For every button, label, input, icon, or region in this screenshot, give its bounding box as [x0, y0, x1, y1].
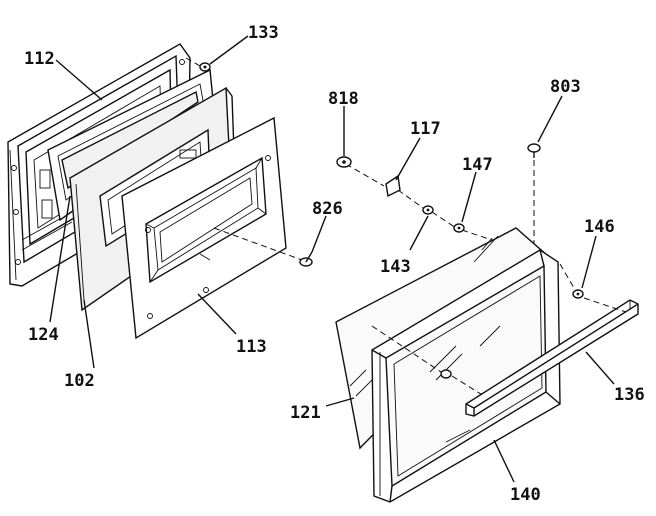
label-136: 136 — [614, 385, 645, 405]
label-124: 124 — [28, 325, 59, 345]
label-147: 147 — [462, 155, 493, 175]
part-140-glass-frame — [371, 249, 561, 503]
part-136-handle-bar — [465, 299, 639, 417]
label-140: 140 — [510, 485, 541, 505]
label-121: 121 — [290, 403, 321, 423]
label-146: 146 — [584, 217, 615, 237]
label-102: 102 — [64, 371, 95, 391]
label-113: 113 — [236, 337, 267, 357]
part-803-screw — [527, 143, 541, 250]
label-133: 133 — [248, 23, 279, 43]
label-818: 818 — [328, 89, 359, 109]
part-146-fastener — [559, 263, 627, 313]
label-117: 117 — [410, 119, 441, 139]
part-133-fastener — [185, 57, 211, 72]
label-826: 826 — [312, 199, 343, 219]
part-826-screw — [213, 227, 313, 267]
label-803: 803 — [550, 77, 581, 97]
label-112: 112 — [24, 49, 55, 69]
label-143: 143 — [380, 257, 411, 277]
hinge-hardware-chain — [336, 156, 541, 257]
leader-lines — [49, 35, 615, 483]
part-113-outer-panel — [121, 116, 287, 340]
